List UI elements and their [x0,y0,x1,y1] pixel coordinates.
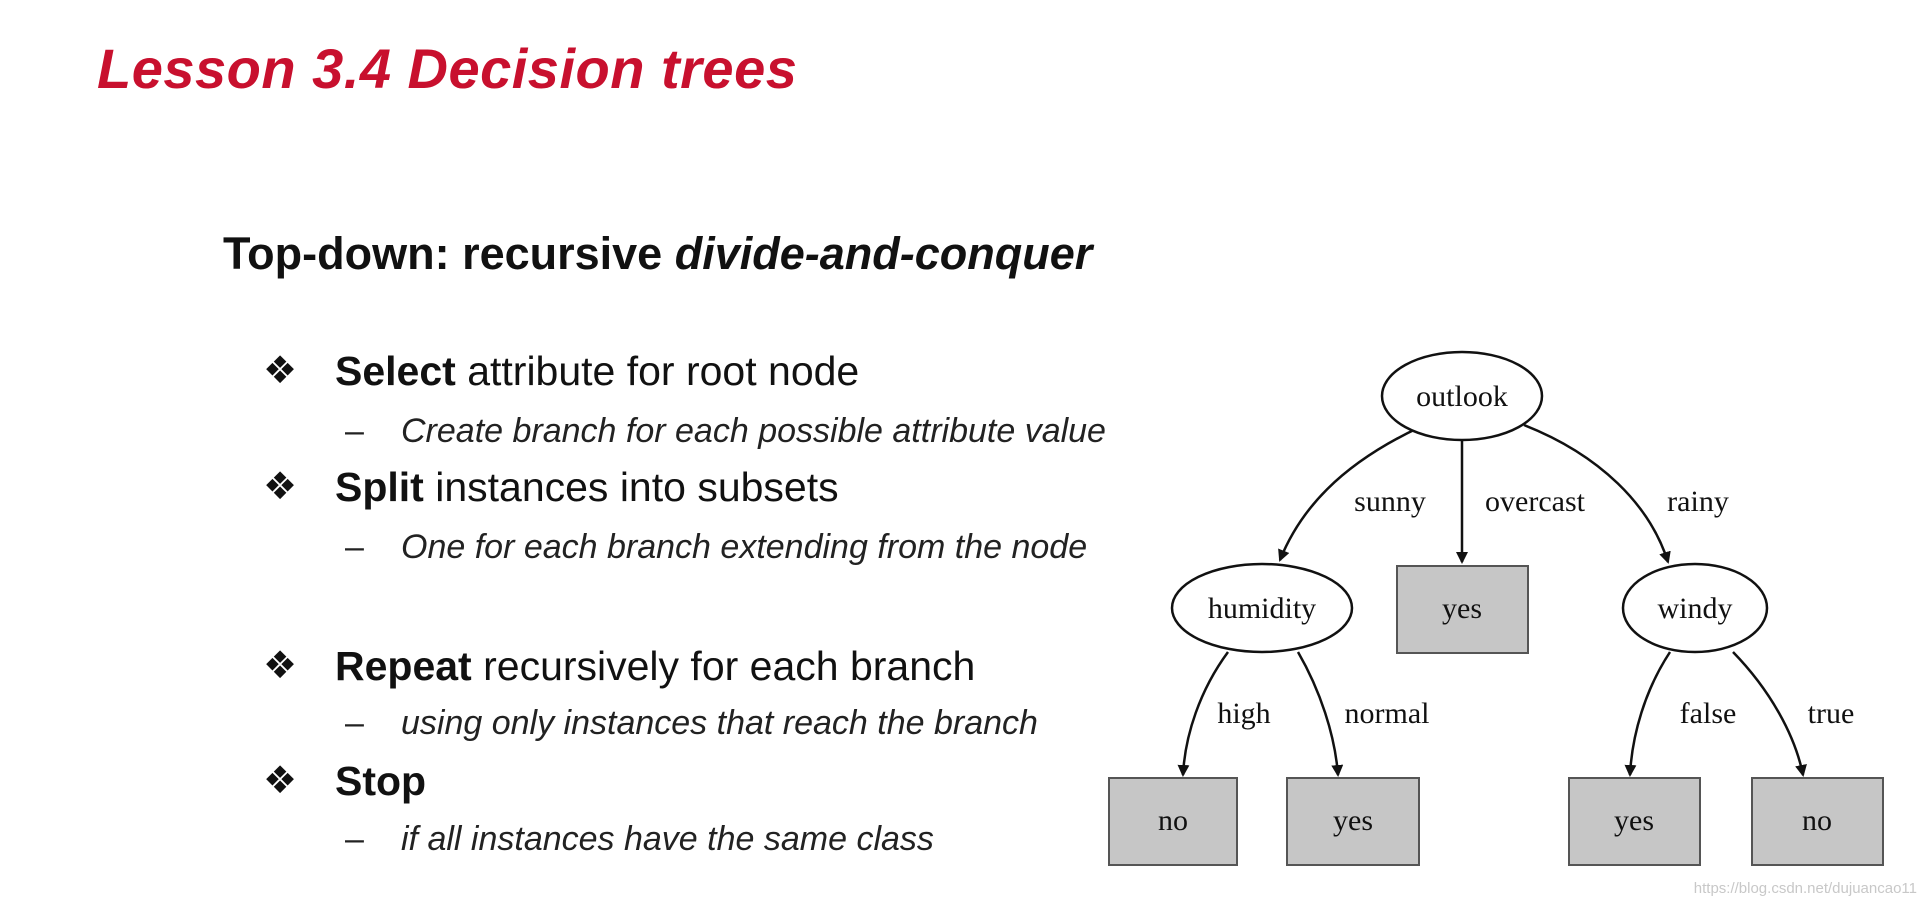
dash-icon: – [345,704,364,742]
edge-label-overcast: overcast [1485,485,1586,518]
bullet-keyword: Split [335,464,424,510]
edge-rainy-arrow [1523,423,1671,564]
edge-label-sunny: sunny [1354,485,1426,518]
subtitle-prefix: Top-down: recursive [223,228,675,279]
bullet-select: ❖ Select attribute for root node [263,348,860,395]
bullet-diamond-icon: ❖ [263,645,298,687]
leaf-high-no [1108,777,1238,866]
bullet-stop: ❖ Stop [263,758,427,805]
edge-true-arrow [1732,651,1807,777]
leaf-normal-yes [1286,777,1420,866]
bullet-text: recursively for each branch [471,643,976,689]
sub-bullet-select: – Create branch for each possible attrib… [345,412,1106,451]
edge-label-false: false [1680,697,1737,730]
bullet-keyword: Stop [335,758,427,804]
subtitle-emphasis: divide-and-conquer [674,228,1093,279]
sub-bullet-text: Create branch for each possible attribut… [401,412,1106,450]
leaf-false-label: yes [1614,804,1654,837]
edge-normal-arrow [1296,651,1344,777]
leaf-overcast-label: yes [1442,592,1482,625]
leaf-normal-label: yes [1333,804,1373,837]
leaf-false-yes [1568,777,1701,866]
sub-bullet-text: One for each branch extending from the n… [401,528,1088,566]
edge-false-arrow [1624,651,1672,777]
edge-label-rainy: rainy [1667,485,1729,518]
sub-bullet-text: if all instances have the same class [401,820,934,858]
slide-subtitle: Top-down: recursive divide-and-conquer [223,228,1092,280]
edge-label-true: true [1808,697,1855,730]
dash-icon: – [345,528,364,566]
edge-high-arrow [1177,651,1230,777]
dash-icon: – [345,412,364,450]
leaf-true-no [1751,777,1884,866]
bullet-split: ❖ Split instances into subsets [263,464,839,511]
edge-sunny [1282,430,1303,445]
sub-bullet-text: using only instances that reach the bran… [401,704,1038,742]
bullet-text: instances into subsets [423,464,839,510]
dash-icon: – [345,820,364,858]
bullet-diamond-icon: ❖ [263,760,298,802]
node-outlook [1380,350,1544,442]
node-humidity-label: humidity [1208,592,1316,625]
node-outlook-label: outlook [1416,380,1508,413]
bullet-repeat: ❖ Repeat recursively for each branch [263,643,976,690]
leaf-overcast-yes [1396,565,1529,654]
leaf-high-label: no [1158,804,1188,837]
edge-sunny-arrow [1278,426,1419,562]
bullet-diamond-icon: ❖ [263,350,298,392]
leaf-true-label: no [1802,804,1832,837]
source-watermark: https://blog.csdn.net/dujuancao11 [1693,880,1917,897]
sub-bullet-repeat: – using only instances that reach the br… [345,704,1038,743]
slide-title: Lesson 3.4 Decision trees [97,37,798,100]
sub-bullet-stop: – if all instances have the same class [345,820,934,859]
decision-tree-diagram: outlook humidity yes windy no yes yes no… [1108,350,1884,866]
edge-label-normal: normal [1345,697,1430,730]
bullet-keyword: Select [335,348,456,394]
bullet-text: attribute for root node [455,348,860,394]
bullet-keyword: Repeat [335,643,472,689]
sub-bullet-split: – One for each branch extending from the… [345,528,1088,567]
node-windy [1621,562,1769,654]
edge-label-high: high [1217,697,1270,730]
bullet-diamond-icon: ❖ [263,466,298,508]
node-windy-label: windy [1658,592,1733,625]
node-humidity [1170,562,1354,654]
